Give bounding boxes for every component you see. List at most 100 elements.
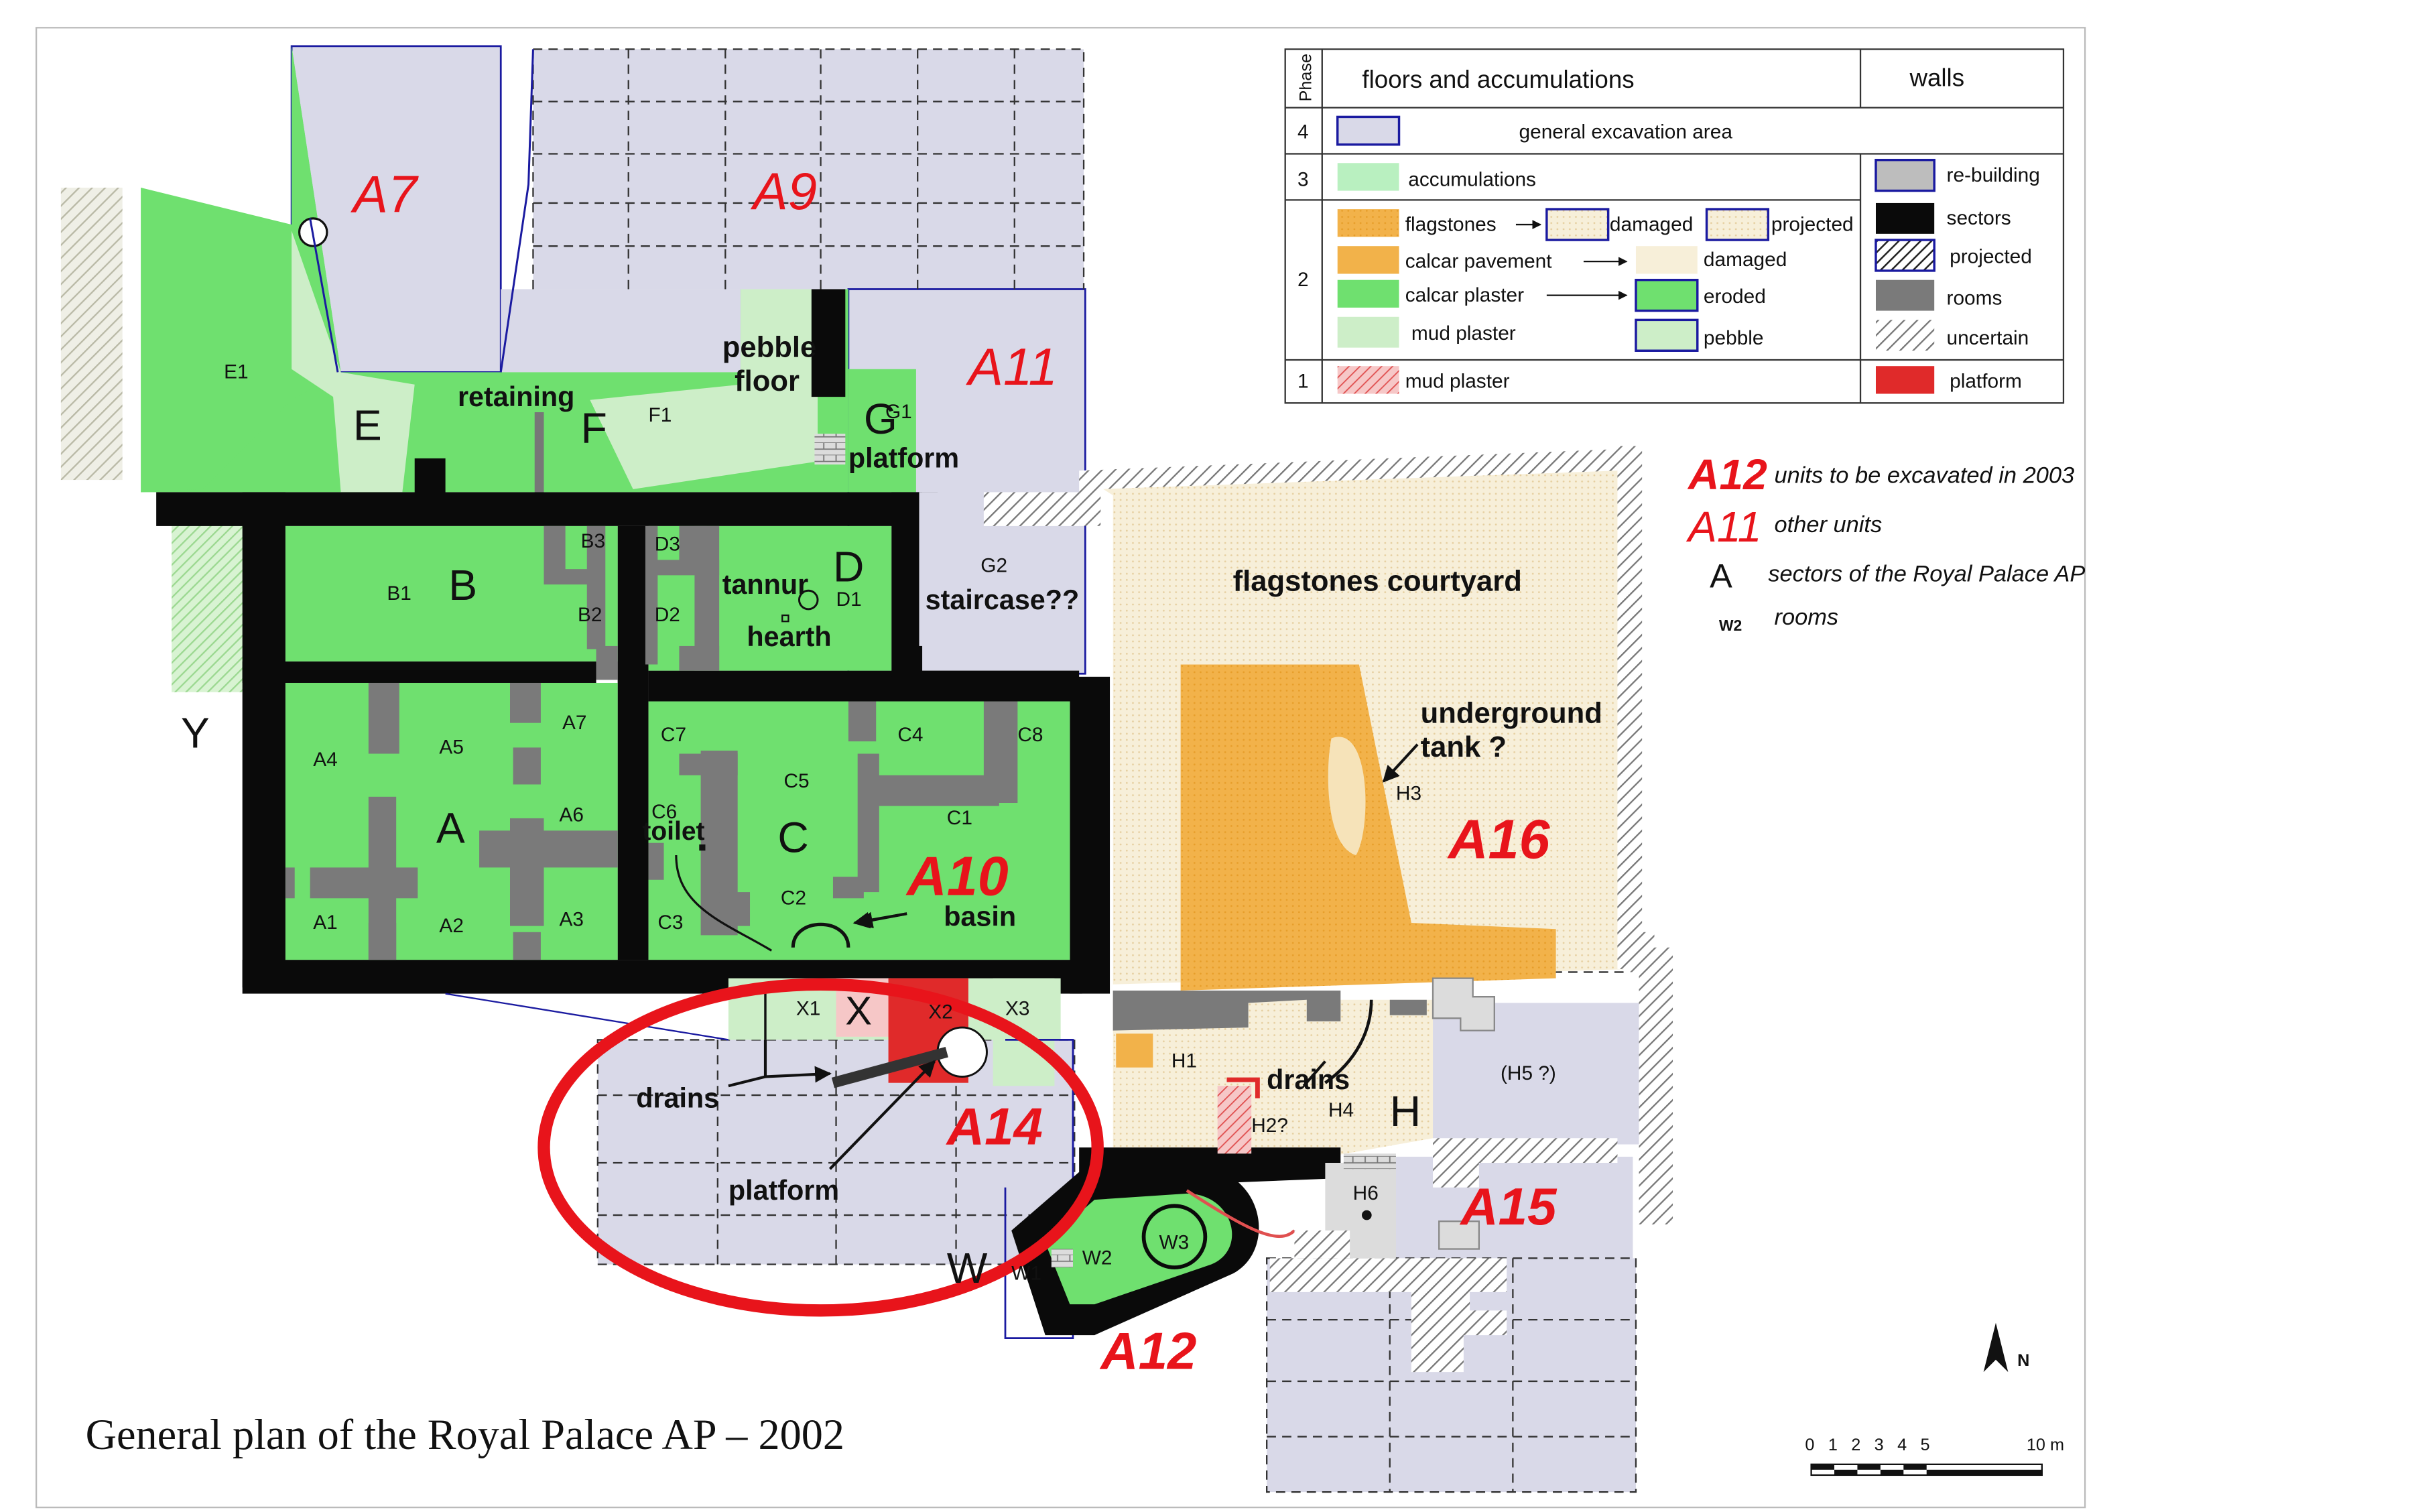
floor-h <box>1113 999 1434 1176</box>
legend-item: platform <box>1950 370 2022 392</box>
room-label: H3 <box>1396 782 1421 804</box>
legend-item: projected <box>1950 245 2032 267</box>
highlight-ellipse <box>537 978 1104 1317</box>
unit-label: A15 <box>1459 1177 1558 1236</box>
sector-label: W <box>947 1244 988 1292</box>
key-symbol: W2 <box>1719 617 1742 634</box>
room-walls <box>285 525 1018 960</box>
scale-tick: 2 <box>1851 1436 1860 1454</box>
sector-wall-east <box>1070 676 1110 994</box>
room-label: D2 <box>655 604 680 626</box>
unit-label: A7 <box>351 165 419 224</box>
legend-item: projected <box>1771 213 1854 235</box>
room-label: C7 <box>661 724 686 746</box>
unit-label: A16 <box>1447 808 1551 871</box>
feature-label: staircase?? <box>926 584 1080 615</box>
sector-label: Y <box>181 708 210 757</box>
key-symbol: A11 <box>1686 503 1762 551</box>
key-symbol: A12 <box>1687 450 1767 499</box>
key-text: other units <box>1775 512 1883 538</box>
scale-tick: 5 <box>1921 1436 1930 1454</box>
legend-phase: 4 <box>1297 121 1309 143</box>
sector-label: H <box>1390 1087 1421 1135</box>
north-label: N <box>2017 1351 2029 1370</box>
legend-item: sectors <box>1947 207 2011 229</box>
key-text: units to be excavated in 2003 <box>1775 463 2075 489</box>
sector-wall-h <box>1079 1147 1341 1188</box>
sector-label: E <box>353 401 382 449</box>
sector-label: D <box>833 543 864 591</box>
sector-label: G <box>864 395 897 443</box>
sector-wall-dg <box>891 492 923 677</box>
legend-floors-header: floors and accumulations <box>1362 66 1634 93</box>
key-symbol: A <box>1710 557 1732 595</box>
legend-phase: 1 <box>1297 370 1309 392</box>
feature-label: platform <box>728 1175 839 1206</box>
legend-item: re-building <box>1947 164 2040 186</box>
legend-item: mud plaster <box>1405 370 1510 392</box>
platform-g-block <box>814 434 846 465</box>
room-label: A4 <box>313 749 337 771</box>
legend-item: calcar plaster <box>1405 284 1524 306</box>
room-label: G2 <box>980 555 1007 577</box>
area-a9 <box>533 49 1084 290</box>
room-label: H2? <box>1251 1115 1288 1137</box>
sector-wall-ac <box>617 525 649 960</box>
legend-item: damaged <box>1610 213 1693 235</box>
uncertain-wall-west <box>60 187 123 481</box>
scale-end: 10 m <box>2027 1436 2064 1454</box>
room-label: C3 <box>657 911 683 934</box>
legend-item: flagstones <box>1405 213 1497 235</box>
uncertain-walls-south <box>1269 1258 1507 1373</box>
scale-bar: 0 1 2 3 4 5 10 m <box>1805 1436 2064 1476</box>
room-label: C8 <box>1017 724 1043 746</box>
room-label: C2 <box>781 887 806 909</box>
room-label: D3 <box>655 533 680 556</box>
feature-label: hearth <box>747 621 831 652</box>
north-arrow: N <box>1983 1322 2029 1373</box>
retaining-wall <box>534 412 544 495</box>
room-label: F1 <box>649 404 672 426</box>
scale-tick: 3 <box>1875 1436 1884 1454</box>
room-label: C6 <box>651 801 677 823</box>
north-sectors <box>60 46 916 692</box>
room-label: W3 <box>1159 1232 1190 1254</box>
sector-labels: A B C D E F G H W X Y <box>181 395 1421 1292</box>
room-label: H6 <box>1353 1182 1379 1204</box>
legend-phase-header: Phase <box>1297 54 1316 102</box>
legend-item: general excavation area <box>1519 121 1733 143</box>
legend-item: eroded <box>1704 286 1766 308</box>
area-a15 <box>1387 1156 1633 1259</box>
room-label: D1 <box>836 588 862 611</box>
legend-phase: 3 <box>1297 169 1309 191</box>
page-frame <box>35 27 2086 1509</box>
legend-item: pebble <box>1704 327 1764 349</box>
room-label: E1 <box>224 361 248 383</box>
unit-label: A10 <box>905 845 1009 907</box>
unit-label: A12 <box>1099 1322 1196 1381</box>
room-label: B2 <box>578 604 602 626</box>
unit-labels: A7 A9 A11 A10 A16 A14 A15 A12 <box>351 162 1558 1380</box>
legend-item: calcar pavement <box>1405 250 1553 272</box>
room-label: W1 <box>1011 1262 1041 1284</box>
legend-item: uncertain <box>1947 327 2029 349</box>
room-label: B3 <box>581 530 605 552</box>
uncertain-y <box>172 523 246 692</box>
scale-tick: 1 <box>1828 1436 1838 1454</box>
sector-wall-cd <box>648 670 1080 702</box>
legend-item: damaged <box>1704 249 1787 271</box>
sector-h-courtyard <box>983 446 1673 1373</box>
room-label: C1 <box>947 807 972 829</box>
plaster-g1 <box>848 369 916 493</box>
uncertain-wall-east <box>1617 446 1643 969</box>
scale-tick: 0 <box>1805 1436 1814 1454</box>
sector-wall-north <box>156 492 938 526</box>
feature-label: drains <box>1267 1064 1350 1095</box>
unit-label: A11 <box>966 337 1058 396</box>
legend-item: mud plaster <box>1411 322 1516 344</box>
sector-label: X <box>845 988 872 1033</box>
legend-item: rooms <box>1947 287 2003 309</box>
platform-h2 <box>1217 1086 1252 1154</box>
